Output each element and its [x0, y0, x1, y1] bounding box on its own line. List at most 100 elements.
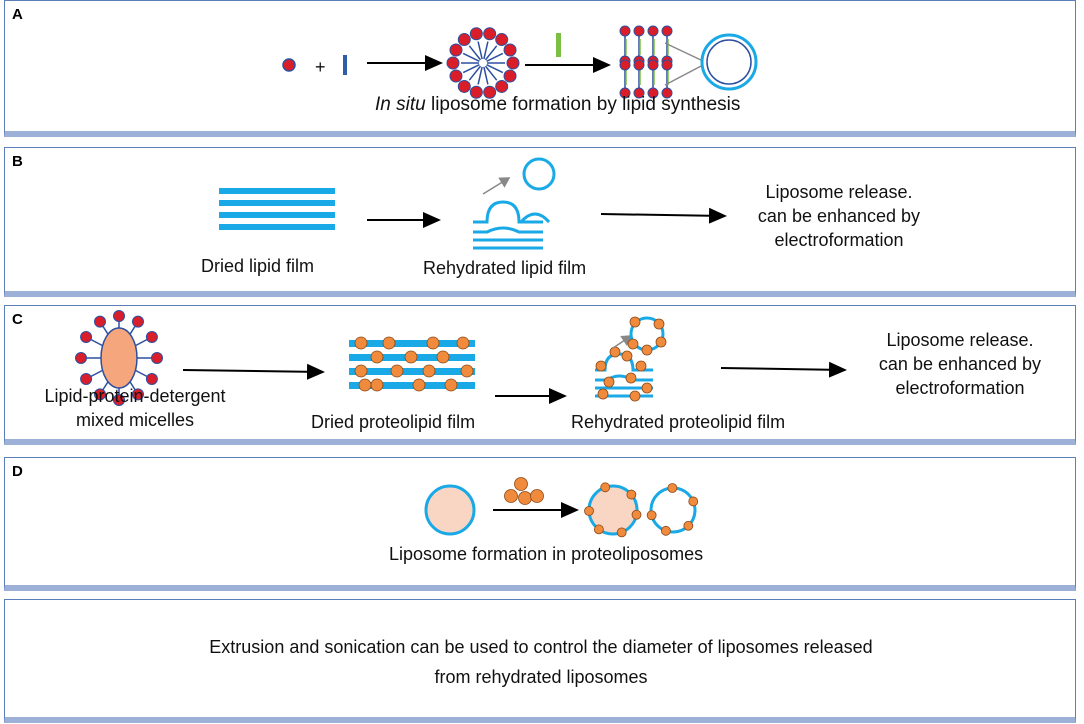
- zoom-line-icon: [664, 64, 704, 86]
- panel-c-diagram: [75, 310, 847, 406]
- protein: [660, 525, 671, 536]
- panel-d: D Liposome formation in proteoliposomes: [4, 457, 1076, 591]
- panel-d-diagram: [424, 477, 699, 538]
- lipid-head: [633, 25, 645, 37]
- protein: [370, 350, 384, 364]
- protein: [621, 350, 633, 362]
- release-arrow-icon: [482, 177, 511, 195]
- lipid-tail: [462, 52, 480, 62]
- lipid-head: [132, 315, 144, 328]
- protein: [646, 510, 657, 521]
- release-line-1: Liposome release.: [765, 182, 913, 202]
- micelles-line-2: mixed micelles: [75, 410, 195, 430]
- release-text: Liposome release. can be enhanced by ele…: [745, 180, 933, 252]
- lipid-head: [661, 87, 673, 99]
- lipid-head: [483, 27, 497, 41]
- lipid-tail: [477, 66, 483, 85]
- protein: [436, 350, 450, 364]
- lipid-head: [457, 79, 471, 93]
- protein: [354, 336, 368, 350]
- protein: [641, 382, 653, 394]
- lipid-head: [132, 388, 144, 401]
- lipid-tail: [484, 65, 498, 81]
- lipid-head: [619, 59, 631, 71]
- protein: [627, 338, 639, 350]
- lipid-head: [449, 69, 463, 83]
- mixed-micelles-label: Lipid-protein-detergent mixed micelles: [23, 384, 247, 432]
- zoom-line-icon: [664, 42, 704, 62]
- protein: [667, 483, 678, 493]
- release-line-2: can be enhanced by: [878, 354, 1042, 374]
- rehydrated-proteolipid-film-label: Rehydrated proteolipid film: [571, 412, 786, 432]
- lipid-head: [469, 85, 483, 99]
- caption-italic: In situ: [375, 94, 426, 115]
- lipid-head: [506, 56, 520, 70]
- panel-b-diagram: [219, 157, 727, 250]
- liposome-icon: [424, 484, 476, 536]
- lipid-head: [446, 56, 460, 70]
- lipid-head: [647, 59, 659, 71]
- protein: [688, 496, 699, 507]
- lipid-head: [145, 331, 158, 343]
- lipid-head: [495, 79, 509, 93]
- proteoliposome-icon: [646, 483, 699, 536]
- panel-a: A + In situ liposome formation by lipid …: [4, 0, 1076, 137]
- lipid-head: [647, 25, 659, 37]
- release-text: Liposome release. can be enhanced by ele…: [865, 328, 1055, 400]
- lipid-head: [647, 87, 659, 99]
- lipid-tail: [483, 41, 489, 60]
- membrane-layer: [349, 382, 475, 389]
- protein: [629, 316, 641, 328]
- protein: [444, 378, 458, 392]
- lipid-tail: [484, 45, 498, 61]
- arrow-icon: [600, 207, 727, 224]
- green-tail-icon: [556, 33, 561, 57]
- note-line-1: Extrusion and sonication can be used to …: [209, 637, 873, 657]
- protein: [600, 482, 611, 493]
- lipid-tail: [486, 52, 504, 62]
- protein: [412, 378, 426, 392]
- protein: [683, 520, 694, 531]
- lipid-head: [113, 310, 125, 322]
- release-arrow-icon: [612, 335, 633, 349]
- liposome-inner-icon: [706, 39, 752, 85]
- panel-e: Extrusion and sonication can be used to …: [4, 599, 1076, 723]
- plus-sign: +: [315, 57, 326, 77]
- protein: [626, 489, 637, 500]
- protein: [609, 346, 621, 358]
- protein: [390, 364, 404, 378]
- lipid-head: [661, 25, 673, 37]
- lipid-head: [151, 352, 163, 364]
- lipid-head: [94, 315, 106, 328]
- released-liposome-icon: [522, 157, 556, 191]
- panel-b-label: B: [12, 153, 23, 170]
- protein: [641, 344, 653, 356]
- release-line-3: electroformation: [895, 378, 1025, 398]
- lipid-head: [457, 33, 471, 47]
- mixed-micelle-icon: [75, 310, 163, 406]
- lipid-tail: [468, 45, 482, 61]
- panel-a-label: A: [12, 6, 23, 23]
- lipid-head: [80, 331, 93, 343]
- lipid-head: [619, 25, 631, 37]
- lipid-head: [619, 87, 631, 99]
- protein: [597, 388, 609, 400]
- protein: [426, 336, 440, 350]
- panel-d-caption: Liposome formation in proteoliposomes: [389, 544, 704, 564]
- lipid-tail: [462, 64, 480, 74]
- lipid-tail: [483, 66, 489, 85]
- protein: [655, 336, 667, 348]
- protein: [616, 527, 627, 538]
- protein: [653, 318, 665, 330]
- protein: [382, 336, 396, 350]
- lipid-head: [94, 388, 106, 401]
- lipid-head: [75, 352, 87, 364]
- protein: [456, 336, 470, 350]
- protein: [358, 378, 372, 392]
- release-line-2: can be enhanced by: [757, 206, 921, 226]
- bilayer-icon: [619, 25, 673, 99]
- protein: [370, 378, 384, 392]
- lipid-head: [145, 373, 158, 385]
- caption-rest: liposome formation by lipid synthesis: [425, 94, 741, 115]
- arrow-icon: [720, 361, 847, 378]
